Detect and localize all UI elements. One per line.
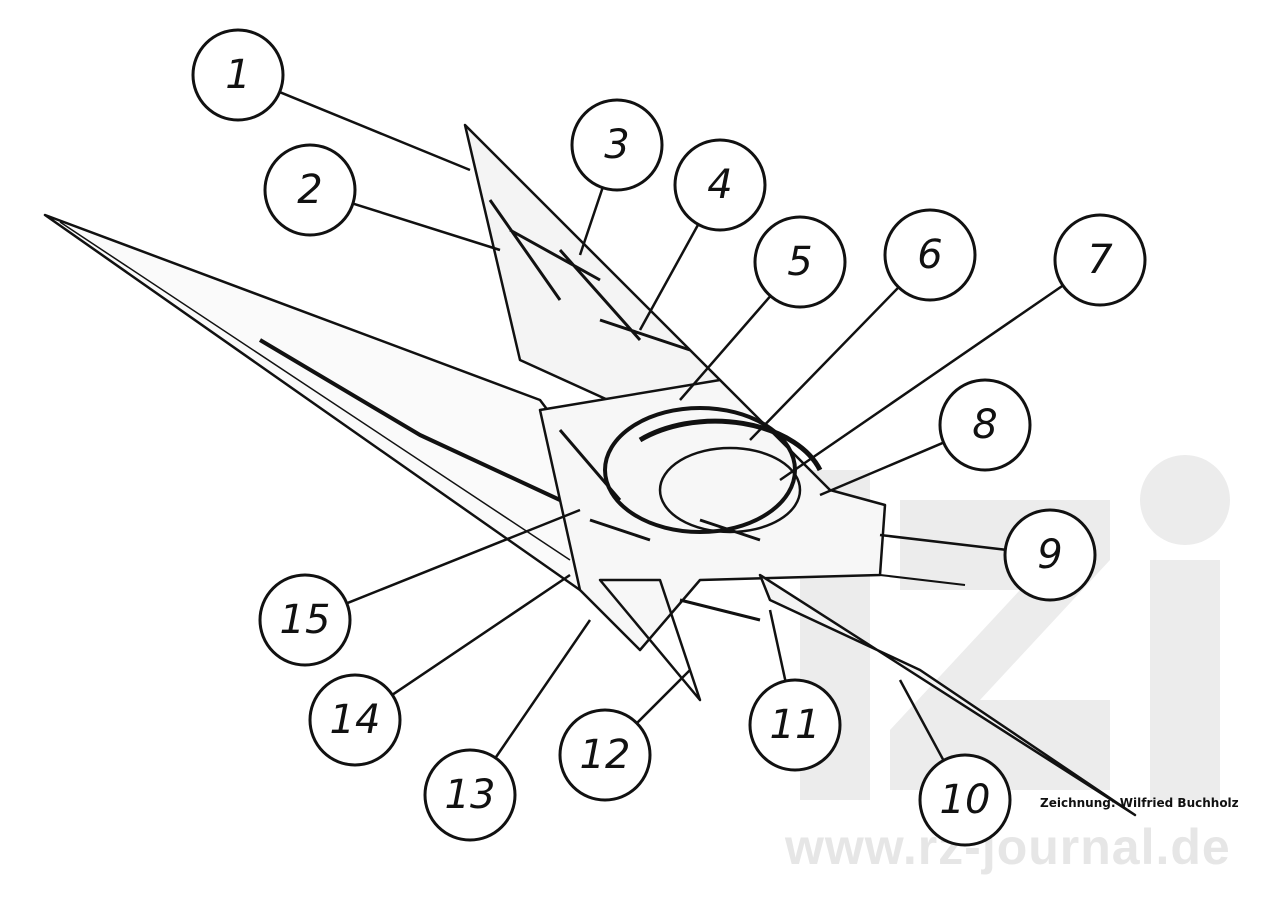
callout-1: 1 [191,28,285,122]
callout-circle [423,748,517,842]
callout-11: 11 [748,678,842,772]
callout-number: 6 [917,232,942,278]
callout-7: 7 [1053,213,1147,307]
leader-line-2 [352,202,501,252]
leader-line-1 [279,90,471,172]
leader-line-13 [494,619,592,759]
callout-number: 9 [1037,532,1062,578]
callout-number: 2 [297,167,322,213]
callout-15: 15 [258,573,352,667]
callout-circle [938,378,1032,472]
callout-circle [753,215,847,309]
callout-number: 11 [770,702,821,748]
callout-number: 13 [445,772,496,818]
callout-14: 14 [308,673,402,767]
leader-line-6 [749,286,900,441]
leader-line-11 [768,609,787,682]
callout-number: 3 [604,122,629,168]
callout-10: 10 [918,753,1012,847]
callout-9: 9 [1003,508,1097,602]
callout-circle [570,98,664,192]
leader-line-14 [391,573,571,696]
callout-13: 13 [423,748,517,842]
callout-number: 10 [940,777,991,823]
callout-6: 6 [883,208,977,302]
callout-circle [748,678,842,772]
callout-circle [883,208,977,302]
callout-circle [258,573,352,667]
callout-number: 1 [225,52,250,98]
callout-12: 12 [558,708,652,802]
callout-2: 2 [263,143,357,237]
credit-text: Zeichnung: Wilfried Buchholz [1040,796,1239,810]
leader-line-3 [578,187,604,256]
callout-number: 8 [972,402,997,448]
leader-line-9 [879,533,1006,551]
callout-number: 4 [707,162,732,208]
callout-8: 8 [938,378,1032,472]
callout-number: 5 [787,239,812,285]
leader-line-10 [898,679,945,762]
callout-number: 14 [330,697,381,743]
leader-line-8 [819,441,945,497]
leader-line-7 [779,284,1064,482]
callout-5: 5 [753,215,847,309]
callout-4: 4 [673,138,767,232]
leader-line-4 [638,223,700,331]
callout-circle [673,138,767,232]
callout-number: 7 [1087,237,1113,283]
leader-line-5 [679,295,772,401]
callout-3: 3 [570,98,664,192]
callout-circle [1053,213,1147,307]
callout-circle [1003,508,1097,602]
callout-circle [191,28,285,122]
watermark-url: www.rz-journal.de [785,819,1231,875]
callout-circle [263,143,357,237]
callout-circle [308,673,402,767]
callout-circle [918,753,1012,847]
callout-number: 15 [280,597,331,643]
leader-line-12 [635,669,691,725]
leader-line-15 [346,508,581,605]
callout-number: 12 [580,732,631,778]
callout-circle [558,708,652,802]
